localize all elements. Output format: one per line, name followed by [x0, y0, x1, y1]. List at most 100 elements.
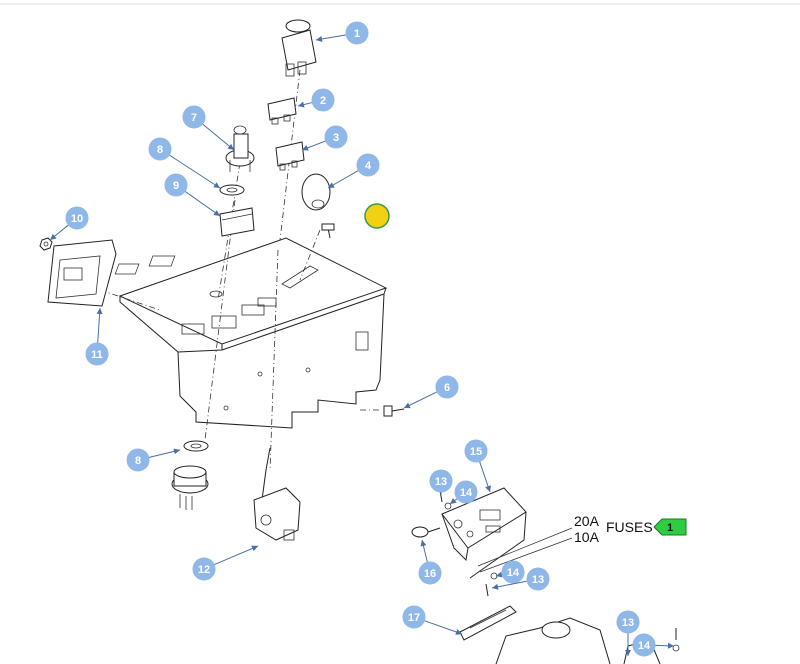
- callout-8[interactable]: 8: [126, 448, 181, 472]
- callout-number: 8: [157, 144, 163, 156]
- callout-circle[interactable]: [182, 105, 206, 129]
- callout-arrowhead: [213, 210, 220, 216]
- callout-17[interactable]: 17: [402, 605, 463, 635]
- callout-circle[interactable]: [126, 448, 150, 472]
- callout-circle[interactable]: [148, 137, 172, 161]
- fuse-labels: 20A 10A FUSES 1: [574, 513, 687, 545]
- callout-arrowhead: [96, 308, 103, 315]
- callout-1[interactable]: 1: [315, 21, 369, 45]
- callout-circle[interactable]: [356, 153, 380, 177]
- callout-number: 3: [333, 132, 339, 144]
- callout-10[interactable]: 10: [49, 206, 89, 241]
- callout-circle[interactable]: [454, 480, 478, 504]
- callout-14[interactable]: 14: [495, 560, 525, 584]
- callout-circle[interactable]: [324, 125, 348, 149]
- callout-number: 1: [354, 28, 360, 40]
- callout-12[interactable]: 12: [192, 545, 259, 581]
- callout-circle[interactable]: [418, 561, 442, 585]
- callout-number: 12: [198, 564, 210, 576]
- callout-circle[interactable]: [345, 21, 369, 45]
- callout-number: 14: [460, 487, 473, 499]
- callout-13[interactable]: 13: [616, 610, 640, 656]
- callout-leader-line: [202, 123, 235, 151]
- callout-3[interactable]: 3: [301, 125, 348, 151]
- callout-leader-line: [403, 391, 438, 409]
- callout-6[interactable]: 6: [403, 375, 459, 409]
- callout-8[interactable]: 8: [148, 137, 221, 189]
- callout-circle[interactable]: [429, 469, 453, 493]
- callout-number: 6: [444, 382, 450, 394]
- part-3-switch-body: [275, 141, 305, 171]
- callout-arrowhead: [404, 402, 411, 409]
- callout-arrowhead: [227, 143, 234, 150]
- part-8-switch-lower: [171, 465, 209, 510]
- part-11-enclosure: [47, 239, 117, 307]
- callout-circle[interactable]: [435, 375, 459, 399]
- callout-number: 13: [435, 476, 447, 488]
- callout-13[interactable]: 13: [429, 469, 453, 494]
- part-4-knob: [301, 173, 331, 211]
- part-9-housing: [219, 207, 255, 237]
- callout-leader-line: [213, 545, 259, 566]
- callout-arrowhead: [173, 448, 180, 455]
- callout-circle[interactable]: [65, 206, 89, 230]
- callout-arrowhead: [213, 182, 220, 188]
- callout-arrowhead: [316, 36, 323, 42]
- callout-circle[interactable]: [85, 342, 109, 366]
- callout-number: 10: [71, 213, 83, 225]
- assembly-centerlines: [99, 69, 380, 471]
- callout-13[interactable]: 13: [491, 567, 550, 591]
- callout-number: 15: [470, 446, 482, 458]
- callout-circle[interactable]: [616, 610, 640, 634]
- part-17-bracket: [459, 605, 517, 641]
- highlight-marker[interactable]: [364, 203, 390, 229]
- callout-leader-line: [168, 154, 221, 189]
- callout-arrowhead: [667, 642, 674, 649]
- callout-11[interactable]: 11: [85, 307, 109, 366]
- callout-arrowhead: [420, 540, 427, 547]
- callout-9[interactable]: 9: [164, 173, 221, 217]
- callout-circle[interactable]: [192, 557, 216, 581]
- callout-circle[interactable]: [632, 633, 656, 657]
- callout-arrowhead: [625, 650, 631, 656]
- callout-number: 7: [191, 112, 197, 124]
- callout-arrowhead: [251, 545, 258, 552]
- callout-14[interactable]: 14: [449, 480, 478, 505]
- callout-circle[interactable]: [311, 88, 335, 112]
- callout-7[interactable]: 7: [182, 105, 235, 151]
- callout-15[interactable]: 15: [464, 439, 491, 493]
- callout-14[interactable]: 14: [632, 633, 675, 657]
- control-panel-plate: [114, 237, 388, 429]
- fuse-10a-label: 10A: [574, 529, 600, 545]
- callout-arrowhead: [328, 182, 335, 188]
- fuses-badge-number: 1: [667, 522, 673, 534]
- callout-4[interactable]: 4: [327, 153, 380, 189]
- callout-circle[interactable]: [526, 567, 550, 591]
- callout-number: 16: [424, 568, 436, 580]
- part-screw: [321, 223, 335, 239]
- callout-2[interactable]: 2: [297, 88, 335, 112]
- callout-number: 8: [135, 455, 141, 467]
- part-1-switch: [281, 19, 317, 77]
- fuses-link-badge[interactable]: [653, 518, 687, 536]
- callout-circle[interactable]: [464, 439, 488, 463]
- fuses-label: FUSES: [606, 519, 653, 535]
- fuse-20a-label: 20A: [574, 513, 600, 529]
- callout-number: 4: [365, 160, 372, 172]
- callout-arrowhead: [492, 583, 499, 590]
- callout-circle[interactable]: [402, 605, 426, 629]
- callout-number: 14: [638, 640, 651, 652]
- callout-circle[interactable]: [501, 560, 525, 584]
- callout-circle[interactable]: [164, 173, 188, 197]
- part-8-washer-bottom: [183, 440, 209, 452]
- callout-arrowhead: [485, 485, 491, 492]
- callout-number: 2: [320, 95, 326, 107]
- callout-number: 17: [408, 612, 420, 624]
- callout-number: 14: [507, 567, 520, 579]
- callout-16[interactable]: 16: [418, 539, 442, 585]
- part-10-nut: [39, 237, 53, 251]
- callout-number: 11: [91, 349, 103, 361]
- fuse-leader-lines: [477, 527, 573, 573]
